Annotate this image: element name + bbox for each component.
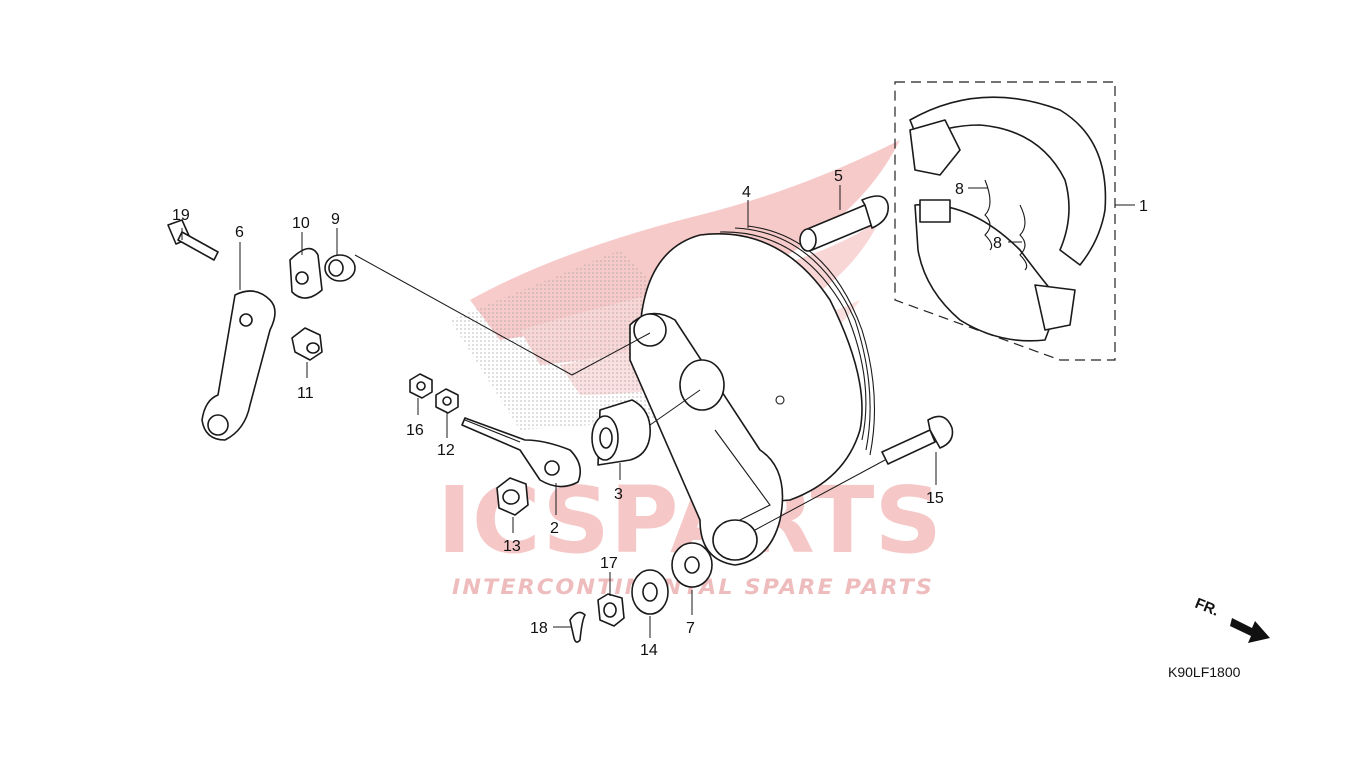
diagram-code: K90LF1800 [1168, 664, 1241, 680]
callout-2: 2 [550, 520, 559, 537]
collar-3 [591, 399, 651, 466]
callout-1: 1 [1139, 198, 1148, 215]
bolt-15 [881, 415, 954, 465]
brake-panel [629, 225, 875, 566]
watermark-dot-texture [450, 250, 700, 430]
callout-6: 6 [235, 224, 244, 241]
callout-19: 19 [172, 207, 190, 224]
callout-17: 17 [600, 555, 618, 572]
callout-11: 11 [297, 385, 314, 402]
collar-9 [324, 254, 356, 282]
washer-14 [631, 569, 669, 615]
callout-12: 12 [437, 442, 455, 459]
callout-4: 4 [742, 184, 751, 201]
callout-5: 5 [834, 168, 843, 185]
nut-16 [409, 373, 433, 399]
callout-labels: 1 2 3 4 5 6 7 8 8 9 10 11 12 13 14 15 16… [172, 168, 1148, 659]
callout-9: 9 [331, 211, 340, 228]
front-direction-indicator: FR. [1193, 595, 1270, 643]
flange-nut-13 [496, 477, 529, 516]
callout-14: 14 [640, 642, 658, 659]
washer-10 [289, 247, 323, 299]
callout-15: 15 [926, 490, 944, 507]
cotter-pin-18 [569, 611, 586, 643]
callout-3: 3 [614, 486, 623, 503]
nut-11 [291, 327, 323, 361]
stopper-arm [461, 417, 581, 488]
brake-shoe-set [894, 81, 1116, 361]
callout-8-upper: 8 [955, 181, 964, 198]
brake-cam [799, 195, 889, 252]
front-direction-label: FR. [1193, 595, 1222, 620]
callout-18: 18 [530, 620, 548, 637]
nut-17 [597, 593, 625, 627]
callout-16: 16 [406, 422, 424, 439]
bolt-19 [167, 219, 219, 261]
callout-10: 10 [292, 215, 310, 232]
callout-7: 7 [686, 620, 695, 637]
torque-arm [201, 290, 276, 441]
callout-8-lower: 8 [993, 235, 1002, 252]
nut-12 [435, 388, 459, 414]
front-arrow-icon [1230, 618, 1270, 643]
washer-7 [671, 542, 713, 588]
callout-13: 13 [503, 538, 521, 555]
leader-lines [181, 185, 1135, 638]
